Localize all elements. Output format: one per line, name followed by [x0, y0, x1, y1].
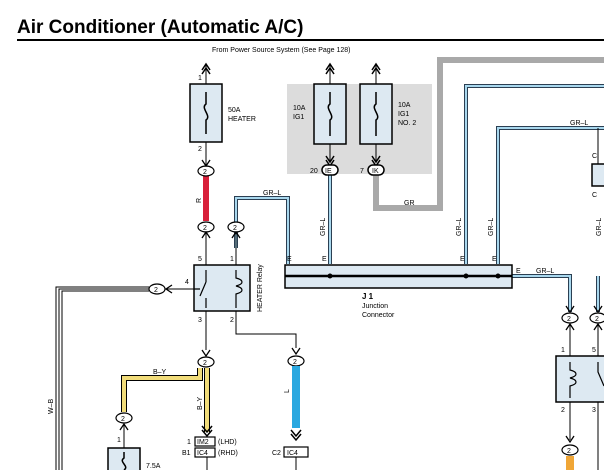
splice-label: 2 — [233, 225, 237, 232]
connector-ic4-a-label: IC4 — [197, 450, 208, 457]
fuse-7-5a — [107, 447, 141, 470]
connector-ic4-b-pin: C2 — [272, 450, 281, 457]
double-arrow-icon — [201, 425, 213, 438]
fuse-ig1-no2-rating: 10A — [398, 102, 411, 109]
fuse-icon — [121, 452, 127, 470]
junction-pin: E — [287, 256, 292, 263]
wire-label-gr-l-far-right: GR–L — [596, 218, 603, 236]
relay-pin-1: 1 — [230, 256, 234, 263]
wire-label-gr-l-top: GR–L — [263, 190, 281, 197]
splice-connector — [561, 312, 579, 324]
fuse-icon — [203, 92, 209, 134]
fuse-ig1-no2-name: IG1 — [398, 111, 409, 118]
connector-ie-pin: 20 — [310, 168, 318, 175]
connector-im2 — [194, 436, 216, 447]
splice-label: 2 — [567, 448, 571, 455]
connector-im2-label: IM2 — [197, 439, 209, 446]
right-component-pin-c-top: C — [592, 153, 597, 160]
double-arrow-icon — [290, 429, 302, 442]
fuse-heater-pin-top: 1 — [198, 75, 202, 82]
splice-label: 2 — [567, 316, 571, 323]
connector-ic4-b-label: IC4 — [287, 450, 298, 457]
wire-label-gr: GR — [404, 200, 415, 207]
b-y-wires — [121, 368, 210, 432]
relay-coil-icon — [235, 270, 243, 308]
fuse-icon — [373, 92, 379, 136]
right-component-pin-c-bottom: C — [592, 192, 597, 199]
wire-label-b-y-horizontal: B–Y — [153, 369, 167, 376]
relay-pin-4: 4 — [185, 279, 189, 286]
connector-im2-note: (LHD) — [218, 439, 237, 446]
blue-l-wire — [292, 366, 300, 428]
wire-label-r: R — [196, 198, 203, 203]
wire-label-gr-l-vertical-1: GR–L — [320, 218, 327, 236]
fuse-ig1-no2-name2: NO. 2 — [398, 120, 416, 127]
right-relay-pin-3: 3 — [592, 407, 596, 414]
relay-coil-icon — [569, 362, 577, 398]
wire-label-l: L — [284, 389, 291, 393]
splice-label: 2 — [203, 360, 207, 367]
relay-name: HEATER Relay — [257, 264, 264, 312]
connector-ic4-a-note: (RHD) — [218, 450, 238, 457]
fuse-7-5a-rating: 7.5A — [146, 463, 161, 470]
relay-pin-2: 2 — [230, 317, 234, 324]
junction-pin: E — [516, 268, 521, 275]
connector-ic4-a-pin: B1 — [182, 450, 191, 457]
red-r-wire — [203, 176, 209, 221]
wire-label-gr-l-right-top: GR–L — [570, 120, 588, 127]
right-relay — [555, 355, 604, 403]
splice-label: 2 — [121, 416, 125, 423]
connector-ie — [321, 164, 339, 176]
right-relay-pin-1: 1 — [561, 347, 565, 354]
w-b-wire — [55, 286, 149, 470]
arrow-icon — [201, 62, 381, 75]
connector-im2-pin: 1 — [187, 439, 191, 446]
connector-ik — [367, 164, 385, 176]
fuse-heater-name: HEATER — [228, 116, 256, 123]
wire-label-gr-l-vertical-3: GR–L — [488, 218, 495, 236]
splice-connector — [561, 444, 579, 456]
orange-wire — [566, 456, 574, 470]
right-component — [591, 163, 604, 187]
fuse-ig1-rating: 10A — [293, 105, 306, 112]
relay-switch-icon — [194, 270, 207, 308]
splice-label: 2 — [203, 225, 207, 232]
splice-connector — [589, 312, 604, 324]
right-relay-pin-2: 2 — [561, 407, 565, 414]
fuse-icon — [327, 92, 333, 136]
junction-name2: Connector — [362, 312, 395, 319]
fuse-7-5a-pin: 1 — [117, 437, 121, 444]
connector-ie-label: IE — [325, 168, 332, 175]
relay-pin-5: 5 — [198, 256, 202, 263]
wire-label-w-b: W–B — [48, 399, 55, 415]
junction-pin: E — [322, 256, 327, 263]
relay-switch-icon — [597, 362, 604, 387]
wire-label-gr-l-vertical-2: GR–L — [456, 218, 463, 236]
splice-label: 2 — [293, 359, 297, 366]
fuse-ig1-name: IG1 — [293, 114, 304, 121]
connector-ic4-a — [194, 447, 216, 458]
connector-ik-label: IK — [372, 168, 379, 175]
splice-label: 2 — [154, 287, 158, 294]
splice-label: 2 — [595, 316, 599, 323]
page-title: Air Conditioner (Automatic A/C) — [17, 17, 303, 38]
junction-id: J 1 — [362, 292, 374, 301]
splice-connector — [197, 356, 215, 368]
junction-pin: E — [492, 256, 497, 263]
gr-wire — [373, 57, 604, 211]
fuse-heater-pin-bottom: 2 — [198, 146, 202, 153]
right-relay-pin-5: 5 — [592, 347, 596, 354]
double-arrow-icon — [325, 155, 381, 168]
junction-pin: E — [460, 256, 465, 263]
relay-pin-3: 3 — [198, 317, 202, 324]
splice-connector — [197, 165, 245, 233]
wire-label-gr-l-right: GR–L — [536, 268, 554, 275]
connector-ik-pin: 7 — [360, 168, 364, 175]
splice-label: 2 — [203, 169, 207, 176]
junction-name: Junction — [362, 303, 388, 310]
source-note: From Power Source System (See Page 128) — [212, 47, 351, 54]
wire-label-b-y-vertical: B–Y — [197, 396, 204, 410]
fuse-heater-rating: 50A — [228, 107, 241, 114]
